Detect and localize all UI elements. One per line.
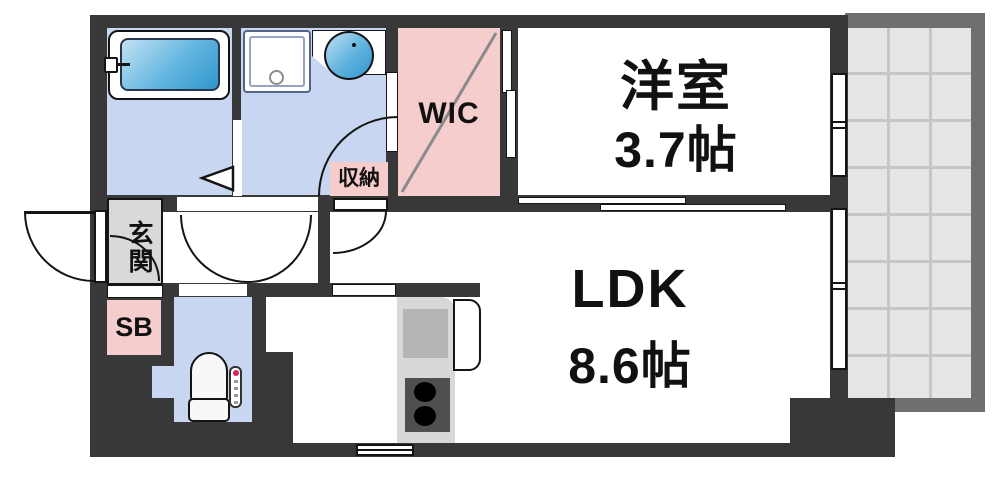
toilet-niche bbox=[152, 366, 174, 398]
washer-drain-icon bbox=[269, 70, 284, 85]
toilet-bowl-icon bbox=[190, 352, 228, 402]
wic-sliding-panel-2 bbox=[506, 90, 516, 158]
ldk-name: LDK bbox=[571, 259, 689, 319]
wall-toilet-chase bbox=[266, 352, 293, 443]
balcony-floor bbox=[848, 28, 971, 398]
shoe-box-label: SB bbox=[115, 312, 153, 342]
stove-burner-1 bbox=[414, 382, 436, 402]
western-room-sliding-door-panel-1 bbox=[518, 197, 686, 204]
toilet-door-opening bbox=[179, 284, 247, 296]
wic-label: WIC bbox=[418, 97, 480, 130]
kitchen-window bbox=[356, 444, 414, 456]
toilet-panel-buttons bbox=[234, 380, 238, 404]
basin-faucet-dot bbox=[352, 43, 356, 47]
wic-sliding-panel-1 bbox=[502, 30, 512, 93]
ldk-size: 8.6帖 bbox=[568, 338, 692, 394]
western-room-sliding-door-panel-2 bbox=[600, 204, 786, 211]
toilet-panel-red-dot bbox=[233, 370, 239, 376]
storage-label: 収納 bbox=[338, 167, 380, 190]
entrance-label: 玄関 bbox=[125, 220, 153, 276]
bath-faucet-spout bbox=[118, 63, 130, 66]
kitchen-pass-opening bbox=[332, 284, 396, 296]
bathtub-icon bbox=[120, 38, 220, 91]
kitchen-sink-icon bbox=[403, 309, 448, 358]
western-room-window bbox=[831, 73, 847, 177]
entrance-door-arc bbox=[24, 212, 94, 282]
shoe-box bbox=[107, 300, 161, 355]
wic-door-leaf bbox=[333, 198, 388, 211]
bathroom-door-opening bbox=[233, 120, 242, 196]
wall-hallway-stub bbox=[318, 212, 330, 283]
stove-burner-2 bbox=[414, 406, 436, 426]
entrance-step bbox=[107, 285, 163, 298]
bath-faucet-icon bbox=[104, 57, 118, 73]
kitchen-sink-basin bbox=[453, 299, 481, 371]
wash-basin-icon bbox=[324, 31, 374, 80]
ldk-window bbox=[831, 208, 847, 370]
western-room-floor bbox=[518, 28, 830, 195]
hall-double-door-opening bbox=[177, 197, 318, 211]
wall-corner-block bbox=[790, 398, 895, 457]
toilet-tank-icon bbox=[188, 398, 230, 422]
western-room-name: 洋室 bbox=[620, 57, 732, 117]
western-room-size: 3.7帖 bbox=[614, 122, 738, 178]
entrance-door-leaf bbox=[94, 210, 107, 283]
